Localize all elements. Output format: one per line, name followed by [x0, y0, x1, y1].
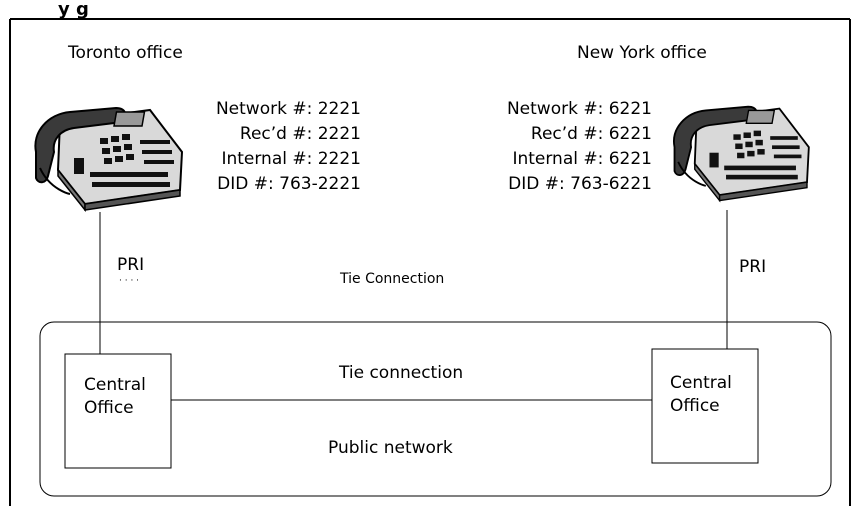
- tie-connection-label: Tie connection: [338, 363, 463, 383]
- new-york-internal-number: Internal #: 6221: [512, 149, 652, 169]
- toronto-pri-label: PRI: [117, 255, 144, 275]
- toronto-recd-number: Rec’d #: 2221: [240, 124, 361, 144]
- toronto-numbers: Network #: 2221 Rec’d #: 2221 Internal #…: [216, 99, 361, 194]
- public-network-label: Public network: [328, 438, 453, 458]
- toronto-central-office: Central Office: [64, 353, 172, 469]
- new-york-central-office-line-2: Office: [670, 396, 720, 416]
- tie-connection-caption: Tie Connection: [339, 271, 444, 287]
- toronto-central-office-line-2: Office: [84, 398, 134, 418]
- toronto-internal-number: Internal #: 2221: [221, 149, 361, 169]
- new-york-central-office-line-1: Central: [670, 373, 732, 393]
- new-york-office-label: New York office: [577, 43, 707, 63]
- new-york-numbers: Network #: 6221 Rec’d #: 6221 Internal #…: [507, 99, 652, 194]
- new-york-did-number: DID #: 763-6221: [508, 174, 652, 194]
- new-york-recd-number: Rec’d #: 6221: [531, 124, 652, 144]
- desk-telephone-icon: [34, 106, 184, 213]
- toronto-pri-label-fragment: · · · ·: [119, 276, 139, 286]
- figure-frame: [9, 18, 851, 506]
- toronto-did-number: DID #: 763-2221: [217, 174, 361, 194]
- heading-fragment: y g: [58, 0, 89, 20]
- toronto-office-label: Toronto office: [67, 43, 183, 63]
- new-york-central-office: Central Office: [651, 348, 759, 464]
- toronto-network-number: Network #: 2221: [216, 99, 361, 119]
- new-york-pri-label: PRI: [739, 257, 766, 277]
- desk-telephone-icon: [673, 105, 810, 203]
- new-york-network-number: Network #: 6221: [507, 99, 652, 119]
- public-network-area: [39, 321, 832, 497]
- toronto-central-office-line-1: Central: [84, 375, 146, 395]
